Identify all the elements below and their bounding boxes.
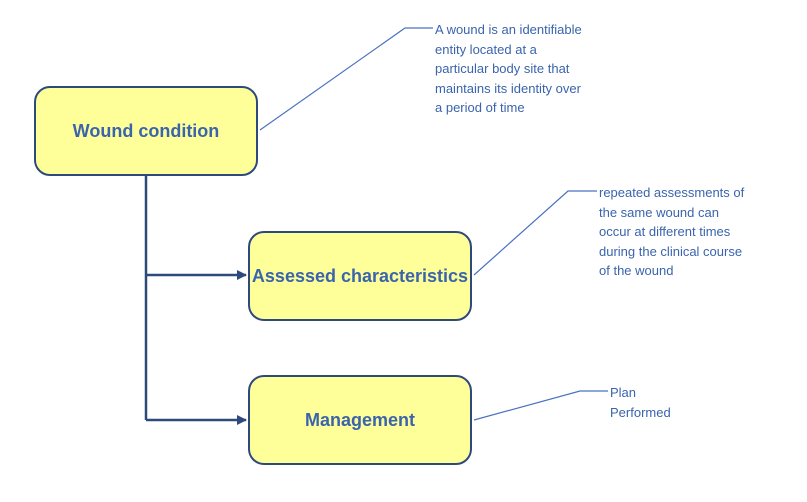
- node-wound-condition-label: Wound condition: [72, 120, 220, 141]
- annotation-wound-condition: A wound is an identifiable entity locate…: [435, 22, 582, 115]
- callout-line-management: [473, 390, 608, 421]
- node-management: Management: [248, 375, 472, 465]
- node-management-label: Management: [304, 409, 416, 430]
- node-wound-condition: Wound condition: [34, 86, 258, 176]
- annotation-assessed-characteristics: repeated assessments of the same wound c…: [599, 185, 745, 278]
- callout-line-wound-condition: [259, 27, 433, 131]
- node-assessed-characteristics: Assessed characteristics: [248, 231, 472, 321]
- node-assessed-characteristics-label: Assessed characteristics: [251, 265, 469, 286]
- callout-line-assessed-characteristics: [473, 190, 597, 276]
- annotation-management: Plan Performed: [610, 385, 671, 420]
